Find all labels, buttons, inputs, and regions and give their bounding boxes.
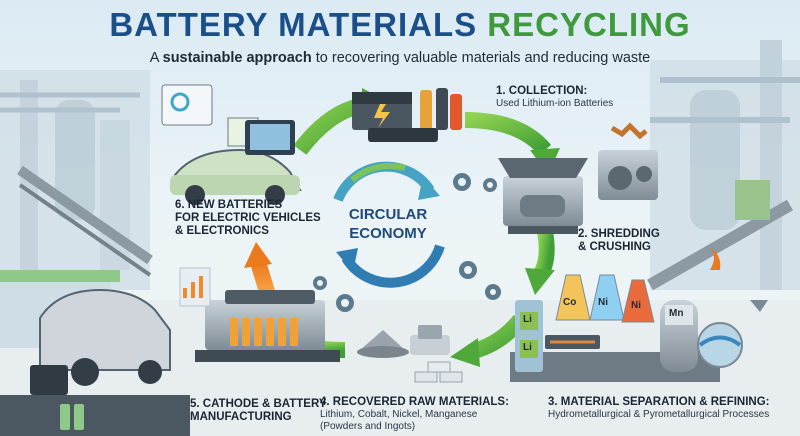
container-label-lithium: Li xyxy=(523,314,532,325)
step-6-label: 6. NEW BATTERIES FOR ELECTRIC VEHICLES &… xyxy=(175,199,335,238)
step-3-desc: Hydrometallurgical & Pyrometallurgical P… xyxy=(548,409,770,420)
step-3-label: 3. MATERIAL SEPARATION & REFINING: Hydro… xyxy=(548,396,798,421)
step-4-desc: Lithium, Cobalt, Nickel, Manganese xyxy=(320,409,478,420)
step-1-label: 1. COLLECTION: Used Lithium-ion Batterie… xyxy=(496,85,696,110)
raw-materials-illustration xyxy=(357,325,463,383)
page-title: BATTERY MATERIALS RECYCLING xyxy=(0,6,800,44)
step-6-title-line2: FOR ELECTRIC VEHICLES xyxy=(175,212,321,224)
subtitle-emphasis: sustainable approach xyxy=(162,50,312,66)
arrow-1-to-2 xyxy=(464,112,552,156)
step-5-title: 5. CATHODE & BATTERY xyxy=(190,398,327,410)
gear-icon xyxy=(313,173,501,312)
page-subtitle: A sustainable approach to recovering val… xyxy=(0,50,800,66)
refinery-illustration xyxy=(510,274,768,382)
center-label-line2: ECONOMY xyxy=(349,225,427,242)
arrow-5-to-6-head xyxy=(244,242,272,268)
flame-icon xyxy=(710,248,721,270)
factory-left-background xyxy=(0,70,153,290)
shredder-illustration xyxy=(498,122,658,234)
circular-economy-label: CIRCULAR ECONOMY xyxy=(333,205,443,243)
arrow-2-to-3-head xyxy=(525,268,555,295)
flask-label-nickel-2: Ni xyxy=(631,300,641,311)
flask-label-cobalt: Co xyxy=(563,297,577,308)
center-label-line1: CIRCULAR xyxy=(348,206,428,223)
step-3-title: 3. MATERIAL SEPARATION & REFINING: xyxy=(548,396,770,408)
subtitle-prefix: A xyxy=(149,50,159,66)
factory-right-background xyxy=(647,40,800,291)
step-2-title-line2: & CRUSHING xyxy=(578,241,651,253)
arrow-2-to-3 xyxy=(533,230,555,280)
step-1-desc: Used Lithium-ion Batteries xyxy=(496,98,614,109)
title-accent: RECYCLING xyxy=(487,6,691,43)
title-main: BATTERY MATERIALS xyxy=(109,6,478,43)
step-5-label: 5. CATHODE & BATTERY MANUFACTURING xyxy=(190,398,335,424)
electric-car-illustration xyxy=(161,84,302,205)
battery-manufacturing-illustration xyxy=(179,267,340,362)
subtitle-suffix: to recovering valuable materials and red… xyxy=(315,50,651,66)
step-4-label: 4. RECOVERED RAW MATERIALS: Lithium, Cob… xyxy=(320,396,535,433)
step-5-title-line2: MANUFACTURING xyxy=(190,411,292,423)
step-1-title: 1. COLLECTION: xyxy=(496,85,588,97)
used-batteries-illustration xyxy=(352,88,462,142)
arrow-3-to-4-head xyxy=(450,338,480,367)
step-6-title: 6. NEW BATTERIES xyxy=(175,199,283,211)
step-4-title: 4. RECOVERED RAW MATERIALS: xyxy=(320,396,509,408)
step-6-title-line3: & ELECTRONICS xyxy=(175,225,269,237)
foreground-car-illustration xyxy=(0,270,190,436)
step-2-title: 2. SHREDDING xyxy=(578,228,660,240)
step-4-desc-line2: (Powders and Ingots) xyxy=(320,421,416,432)
flask-label-manganese: Mn xyxy=(669,308,684,319)
circular-economy-ring xyxy=(333,161,445,288)
flask-label-nickel: Ni xyxy=(598,297,608,308)
step-2-label: 2. SHREDDING & CRUSHING xyxy=(578,228,718,254)
container-label-lithium-2: Li xyxy=(523,342,532,353)
